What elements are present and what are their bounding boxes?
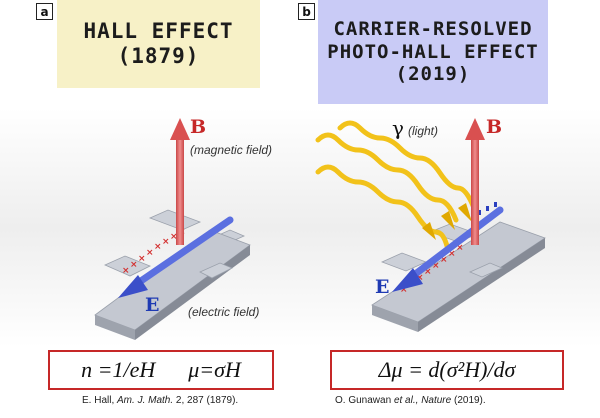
svg-text:×: × <box>424 267 432 277</box>
svg-text:×: × <box>162 237 170 247</box>
svg-text:×: × <box>138 254 146 264</box>
svg-text:×: × <box>154 242 162 252</box>
panel-a-title-line1: HALL EFFECT <box>83 19 234 44</box>
panel-a-title: HALL EFFECT (1879) <box>57 0 260 88</box>
panel-b-light-arrowheads <box>422 203 472 240</box>
panel-b-light-caption: (light) <box>408 124 439 138</box>
svg-text:×: × <box>416 273 424 283</box>
panel-b-reference-author: O. Gunawan <box>335 395 392 406</box>
panel-b-title-line3: (2019) <box>395 63 471 86</box>
panel-b-light-waves <box>315 120 477 253</box>
panel-b-title-line2: PHOTO-HALL EFFECT <box>327 40 539 63</box>
panel-b-title-line1: CARRIER-RESOLVED <box>333 18 533 41</box>
svg-text:×: × <box>448 249 456 259</box>
panel-b-gamma-symbol: γ <box>392 116 404 140</box>
panel-b-b-symbol: B <box>486 116 503 138</box>
svg-text:×: × <box>146 248 154 258</box>
panel-a-reference-journal: Am. J. Math. <box>117 395 174 406</box>
svg-text:×: × <box>456 243 464 253</box>
panel-a-electric-field-caption: (electric field) <box>188 305 260 319</box>
panel-b-reference-journal: Nature <box>421 395 452 406</box>
panel-b-reference-rest: (2019). <box>453 395 486 406</box>
panel-a-equation: n =1/eH μ=σH <box>48 350 274 390</box>
panel-a-e-symbol: E <box>145 294 160 316</box>
panel-b-magnetic-field-arrow <box>465 118 485 245</box>
panel-a-reference-author: E. Hall, <box>82 395 115 406</box>
panel-b-hall-bar <box>371 221 546 332</box>
svg-text:×: × <box>122 266 130 276</box>
svg-text:×: × <box>400 285 408 295</box>
panel-a-reference: E. Hall, Am. J. Math. 2, 287 (1879). <box>82 395 238 406</box>
panel-a-hall-bar <box>94 209 251 340</box>
svg-text:×: × <box>170 232 178 242</box>
panel-b-reference: O. Gunawan et al., Nature (2019). <box>335 395 486 406</box>
panel-b-e-symbol: E <box>375 276 390 298</box>
panel-a-title-line2: (1879) <box>117 44 200 68</box>
panel-a-magnetic-field-caption: (magnetic field) <box>190 143 273 157</box>
panel-a-label: a <box>36 3 53 20</box>
svg-text:×: × <box>130 260 138 270</box>
panel-a-equation-text: n =1/eH μ=σH <box>81 357 241 382</box>
panel-b-title: CARRIER-RESOLVED PHOTO-HALL EFFECT (2019… <box>318 0 548 104</box>
panel-b-equation-text: Δμ = d(σ²H)/dσ <box>378 357 516 382</box>
panel-b-reference-etal: et al., <box>393 395 419 406</box>
panel-b-label: b <box>298 3 315 20</box>
svg-text:×: × <box>432 261 440 271</box>
panel-b-electric-field-arrow <box>392 206 504 292</box>
panel-a-reference-rest: 2, 287 (1879). <box>175 395 239 406</box>
panel-a-b-symbol: B <box>190 116 207 138</box>
panel-a-electric-field-arrow <box>118 216 234 298</box>
svg-text:×: × <box>440 255 448 265</box>
panel-b-equation: Δμ = d(σ²H)/dσ <box>330 350 564 390</box>
panel-a-magnetic-field-arrow <box>170 118 190 245</box>
